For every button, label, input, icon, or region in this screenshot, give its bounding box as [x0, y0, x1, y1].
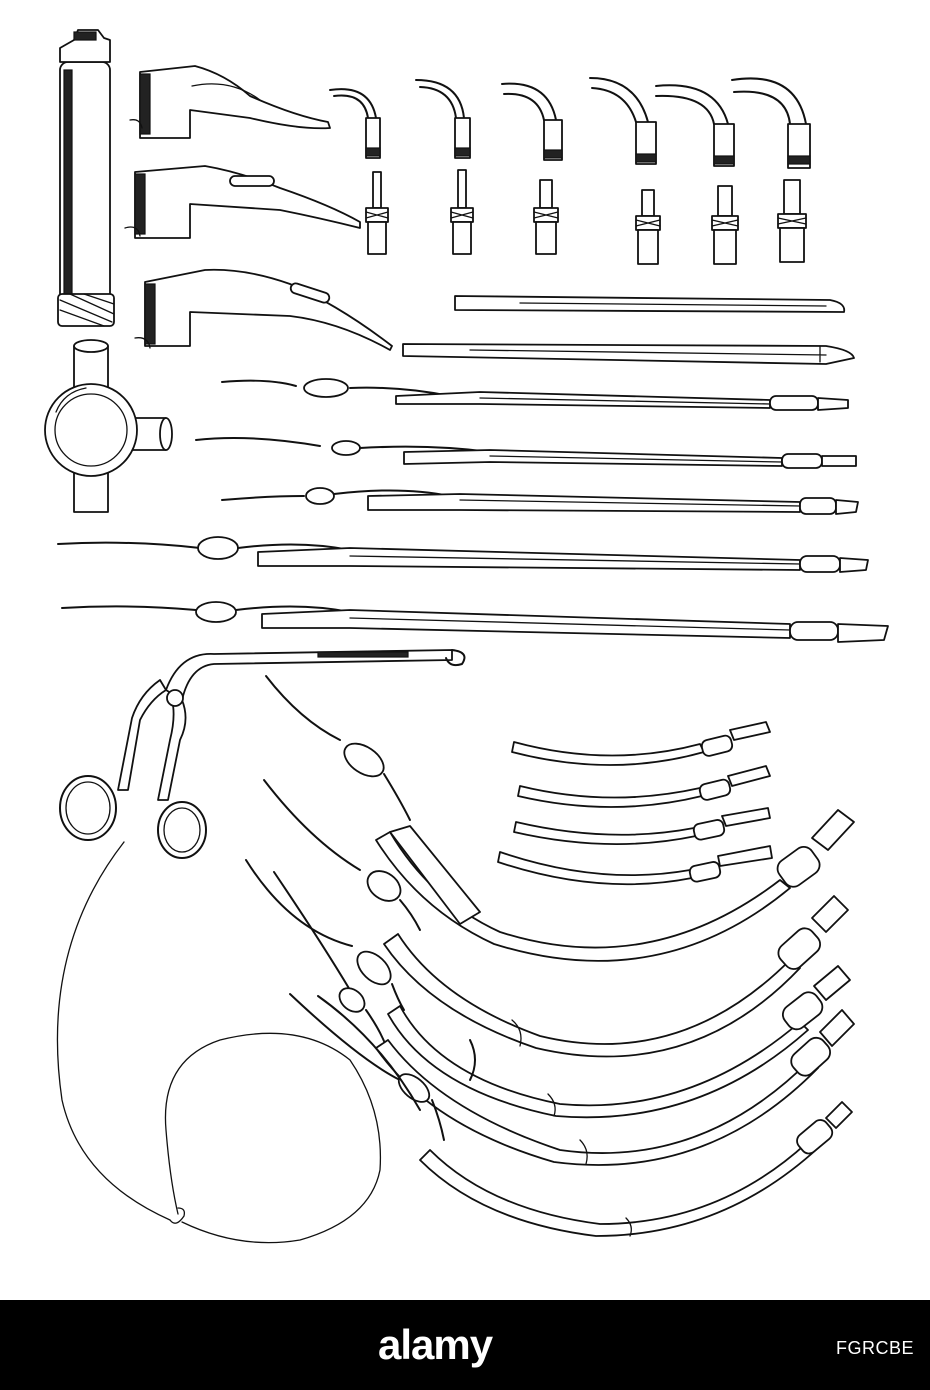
- endotracheal-tube-icon: [195, 437, 857, 469]
- endotracheal-tube-icon: [57, 536, 869, 573]
- tube-connector-icon: [415, 79, 471, 159]
- tube-connector-icon: [711, 185, 739, 265]
- tube-connector-icon: [450, 169, 474, 255]
- instrument-illustration: [44, 29, 889, 1244]
- tube-connector-icon: [635, 189, 661, 265]
- endotracheal-tube-icon: [245, 859, 851, 1119]
- endotracheal-tube-icon: [221, 487, 859, 515]
- endotracheal-tube-icon: [289, 993, 853, 1237]
- laryngoscope-blade-icon: [124, 165, 361, 239]
- endotracheal-tube-icon: [402, 343, 855, 365]
- endotracheal-tube-icon: [317, 995, 476, 1111]
- alamy-logo: alamy: [378, 1321, 552, 1371]
- tube-connector-icon: [589, 77, 657, 165]
- endotracheal-tube-icon: [497, 845, 773, 886]
- endotracheal-tube-icon: [454, 295, 846, 313]
- laryngoscope-blade-icon: [129, 65, 331, 139]
- endotracheal-tube-icon: [221, 378, 849, 411]
- tube-connector-icon: [777, 179, 807, 263]
- tube-connector-icon: [731, 77, 811, 169]
- watermark-bar: alamy FGRCBE: [0, 1300, 930, 1390]
- endotracheal-tube-icon: [517, 765, 771, 808]
- endotracheal-tube-icon: [263, 779, 849, 1058]
- airway-adapter-icon: [44, 339, 173, 513]
- endotracheal-tube-icon: [513, 807, 771, 845]
- tube-connector-icon: [501, 82, 563, 161]
- tube-connector-icon: [655, 84, 735, 167]
- tube-connector-icon: [329, 88, 381, 159]
- intubation-forceps-icon: [59, 649, 466, 859]
- tube-connector-icon: [533, 179, 559, 255]
- tube-connector-icon: [365, 171, 389, 255]
- endotracheal-tube-icon: [61, 601, 889, 643]
- stylet-wire-icon: [56, 841, 382, 1244]
- endotracheal-tube-icon: [265, 675, 855, 962]
- endotracheal-tube-icon: [273, 871, 855, 1166]
- laryngoscope-blade-icon: [134, 268, 393, 351]
- svg-text:alamy: alamy: [378, 1323, 494, 1368]
- laryngoscope-handle-icon: [57, 29, 115, 327]
- endotracheal-tube-icon: [511, 721, 771, 766]
- image-id-label: FGRCBE: [835, 1338, 914, 1358]
